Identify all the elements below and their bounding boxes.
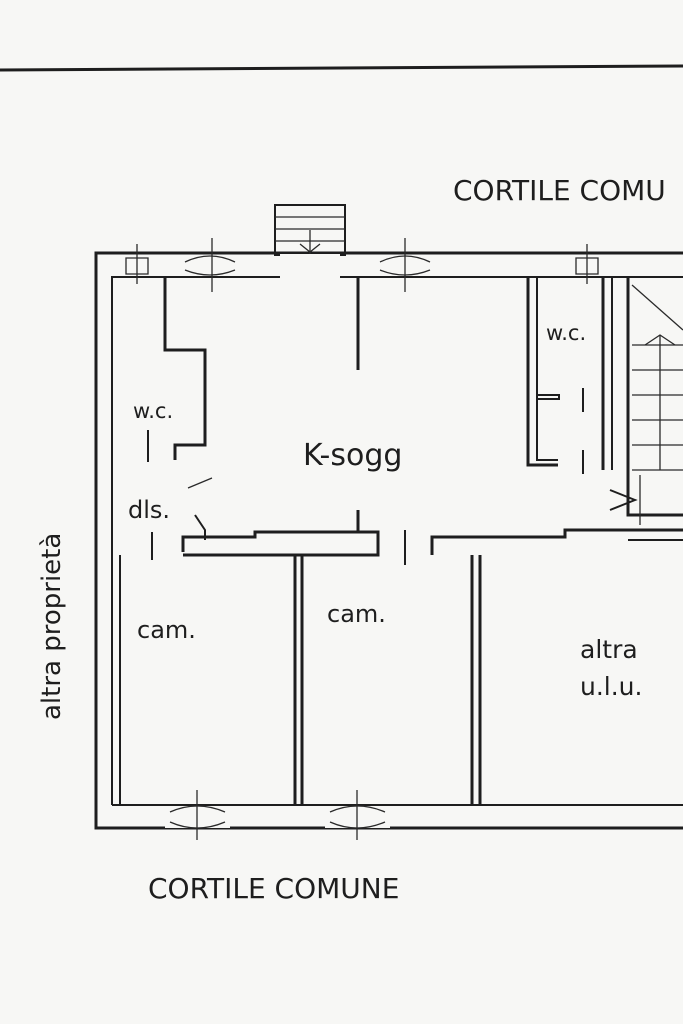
middle-partition [181, 277, 683, 565]
label-other-unit-line1: altra [580, 635, 638, 664]
staircase [609, 277, 683, 541]
label-bottom-courtyard: CORTILE COMUNE [148, 872, 399, 905]
label-room-left: cam. [137, 616, 196, 644]
bottom-windows [165, 790, 390, 840]
label-left-property: altra proprietà [37, 533, 67, 720]
label-other-unit-line2: u.l.u. [580, 672, 642, 701]
left-wc-walls [147, 277, 213, 560]
top-windows [125, 238, 599, 292]
label-room-center: cam. [327, 600, 386, 628]
label-kitchen: K-sogg [303, 438, 402, 473]
entrance-steps [274, 204, 346, 278]
label-wc-left: w.c. [133, 399, 173, 423]
label-top-courtyard: CORTILE COMU [453, 174, 666, 207]
page-edge-line [0, 64, 683, 72]
room-dividers [119, 555, 482, 805]
right-wc-walls [526, 277, 613, 474]
label-closet: dls. [128, 496, 170, 524]
label-wc-right: w.c. [546, 321, 586, 345]
